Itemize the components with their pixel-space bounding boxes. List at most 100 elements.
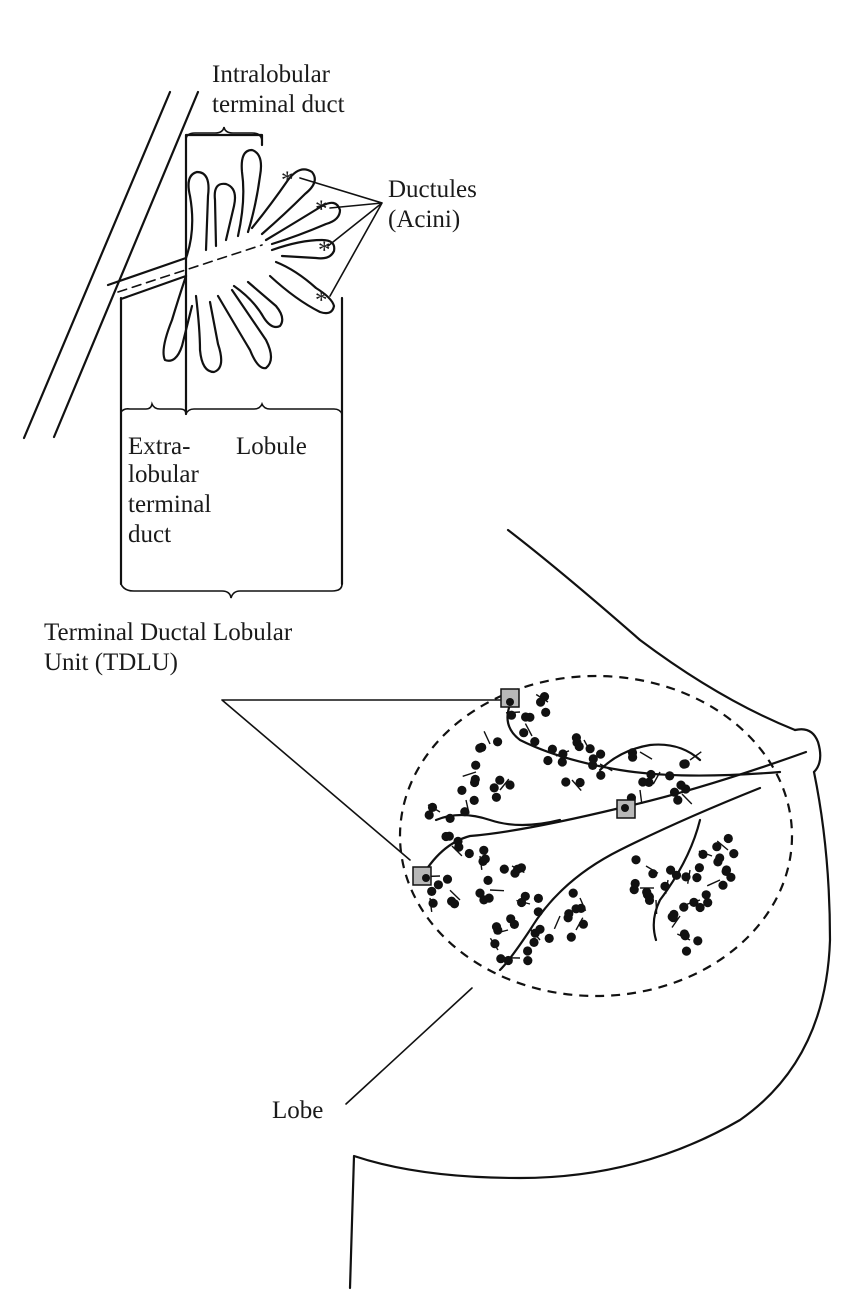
tdlu-highlight-dot-middle [621,804,629,812]
acinus-dot [447,896,457,906]
acinus-dot [533,893,544,904]
acinus-dot [694,863,705,873]
duct-twig [449,889,461,901]
acinus-dot [673,795,683,805]
acinus-dot [680,759,690,769]
acinus-dot [523,956,533,966]
duct-twig [462,771,477,777]
main-duct-outer-wall [22,90,172,440]
acinus-dot [644,895,655,906]
acinus-dot [441,831,451,842]
acinus-dot [667,912,677,922]
duct-twig [689,751,702,761]
acinus-dot [536,697,546,707]
acinus-dot [693,936,703,946]
acinus-dot [585,744,595,754]
acinus-dot [566,932,576,942]
breast-lower-contour [348,770,832,1290]
acinus-dot [558,749,568,759]
extralobular-label-line2: lobular [128,461,199,488]
acinus-dot [484,893,494,903]
acinus-dot [495,775,505,785]
intralobular-label-line2: terminal duct [212,91,345,118]
duct-twig [681,793,693,805]
acinus-dot [529,937,539,948]
acinus-dot [712,842,722,852]
acinus-dot [457,785,467,796]
acinus-dot [506,710,517,720]
ductules-label-line1: Ductules [388,176,477,203]
acinus-dot [525,712,535,722]
middle-brace [120,401,343,415]
acinus-dot [427,802,438,813]
acinus-dot [561,777,571,787]
acinus-dot [506,914,516,924]
acinus-dot [729,849,739,859]
main-duct-inner-wall [52,90,200,439]
duct-twig [639,789,643,804]
acinus-dot [475,743,485,753]
acinus-dot [648,869,658,879]
acinus-dot [718,880,728,890]
acinus-dot [519,728,529,738]
acinus-middle-right [270,238,336,260]
acinus-dot [669,787,680,797]
acinus-dot [480,854,490,864]
acinus-dot [695,902,705,913]
acinus-dot [721,866,731,877]
extralobular-duct-upper [106,256,188,287]
duct-twig [716,840,729,851]
acinus-dot [703,898,713,908]
asterisk-marker-1: * [281,167,294,194]
acinus-dot [505,780,515,790]
acinus-dot [530,737,540,747]
acinus-dot [535,924,545,934]
ductules-label-line2: (Acini) [388,206,460,233]
lobe-label: Lobe [272,1097,323,1124]
acinus-dot [491,792,501,802]
acinus-dot [493,737,503,747]
acinus-dot [588,754,598,764]
duct-twig [671,915,681,928]
duct-twig [639,751,653,760]
acinus-dot [547,744,558,754]
acinus-dot [523,946,533,956]
intralobular-label-line1: Intralobular [212,61,331,88]
acinus-lower-right [268,260,336,315]
duct-trunk-lower [498,786,762,972]
tdlu-inset: * * * * Intralobular terminal duct Ductu… [22,61,477,676]
breast-outline [348,528,832,1290]
acinus-dot [723,833,733,844]
acinus-dot [596,770,606,780]
acinus-dot [671,870,682,880]
duct-tree [418,698,808,972]
duct-twig [652,771,661,785]
acinus-dot [568,888,578,898]
intralobular-duct-dashed [117,244,263,293]
acinus-dot [503,955,513,966]
acinus-dot [679,929,690,939]
acinus-dot [575,777,585,788]
acinus-dot [557,757,567,767]
acinus-dot [471,760,481,770]
acinus-dot [475,888,485,898]
acinus-dot [689,897,699,908]
acinus-dot [483,875,493,886]
acinus-dot [445,813,455,824]
acinus-dot [433,880,443,890]
acinus-dot [638,777,648,787]
acinus-dot [676,780,686,790]
tdlu-highlight-dot-left [422,874,430,882]
acinus-dot [646,769,656,780]
duct-twig [655,899,658,915]
acinus-dot [563,913,573,923]
ductules-leader-lines [299,177,383,297]
acinus-dot [470,777,480,788]
tdlu-label-line2: Unit (TDLU) [44,649,178,676]
lobule-label: Lobule [236,433,307,460]
acinus-dot [510,868,520,878]
duct-twig [524,723,533,737]
acinus-dot [454,842,464,852]
acinus-dot [544,933,554,944]
